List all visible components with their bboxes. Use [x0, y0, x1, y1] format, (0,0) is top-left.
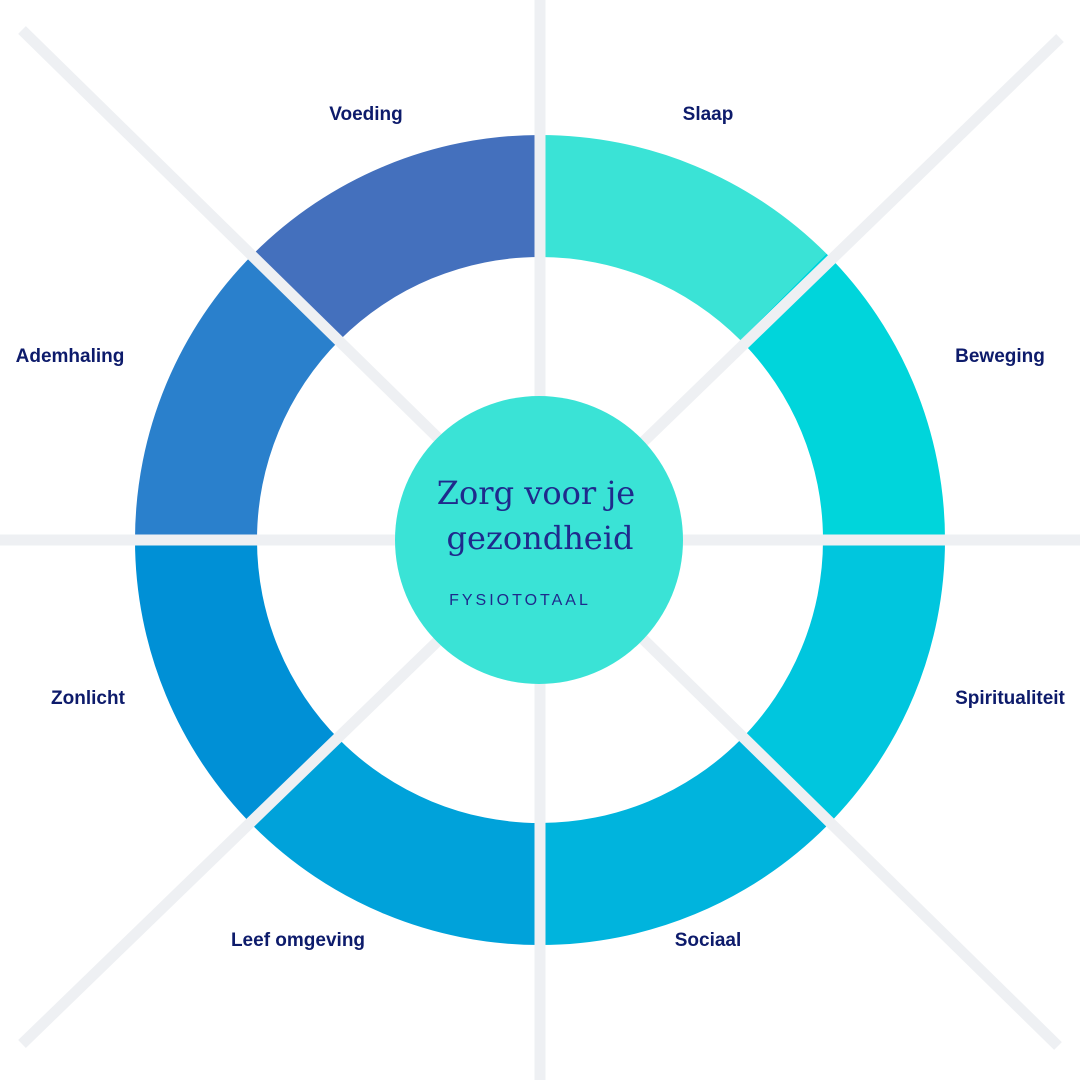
label-sociaal: Sociaal: [675, 930, 742, 951]
segment-beweging: [740, 253, 945, 540]
label-slaap: Slaap: [683, 104, 734, 125]
label-beweging: Beweging: [955, 346, 1045, 367]
center-subtitle: FYSIOTOTAAL: [449, 592, 591, 609]
segment-leef-omgeving: [253, 740, 540, 945]
segment-ademhaling: [135, 253, 340, 540]
segment-labels: Slaap Beweging Spiritualiteit Sociaal Le…: [16, 104, 1066, 951]
segment-voeding: [253, 135, 540, 340]
center-title-line2: gezondheid: [447, 519, 634, 557]
segment-sociaal: [540, 740, 827, 945]
segment-spiritualiteit: [740, 540, 945, 827]
ring-segments: [135, 135, 945, 945]
center-circle: [395, 396, 683, 684]
segment-zonlicht: [135, 540, 340, 827]
label-voeding: Voeding: [329, 104, 403, 125]
center-title-line1: Zorg voor je: [437, 474, 635, 512]
segment-slaap: [540, 135, 827, 340]
label-ademhaling: Ademhaling: [16, 346, 125, 367]
label-spiritualiteit: Spiritualiteit: [955, 688, 1065, 709]
label-zonlicht: Zonlicht: [51, 688, 126, 709]
label-leef-omgeving: Leef omgeving: [231, 930, 365, 951]
